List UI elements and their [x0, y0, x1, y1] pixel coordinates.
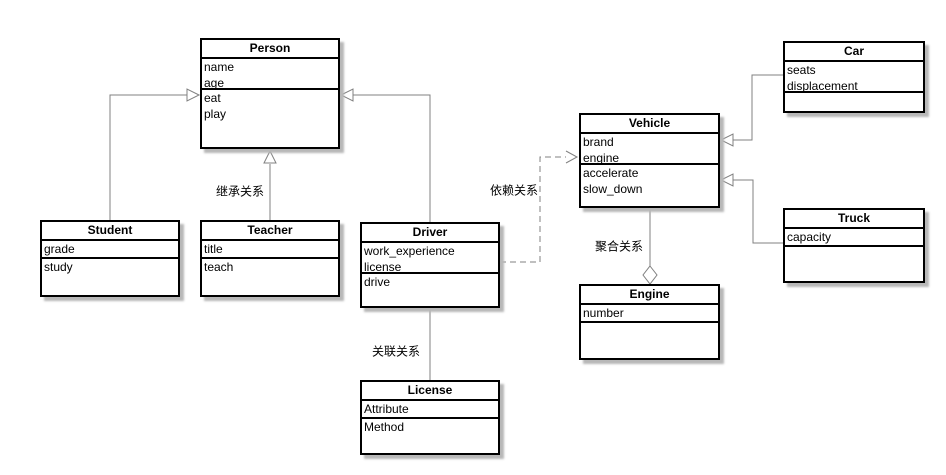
class-box-vehicle: Vehicle brand engine accelerate slow_dow… — [579, 113, 720, 208]
class-box-car: Car seats displacement — [783, 41, 925, 113]
edge-vehicle-engine-aggregation — [642, 208, 658, 285]
class-method: slow_down — [583, 182, 643, 196]
class-attribute: capacity — [787, 230, 832, 244]
edge-label-aggregation: 聚合关系 — [594, 237, 644, 255]
dependency-arrowhead-icon — [565, 150, 579, 164]
methods-section: eat play — [202, 90, 338, 122]
edge-label-association: 关联关系 — [371, 342, 421, 360]
methods-section: accelerate slow_down — [581, 165, 718, 197]
attributes-section: number — [581, 305, 718, 323]
class-box-engine: Engine number — [579, 284, 720, 360]
class-attribute: title — [204, 242, 223, 256]
edge-driver-person-inheritance — [339, 88, 431, 222]
aggregation-diamond-icon — [642, 265, 658, 285]
inheritance-arrowhead-icon — [186, 88, 201, 102]
attributes-section: name age — [202, 59, 338, 90]
attributes-section: work_experience license — [362, 243, 498, 274]
class-title: Engine — [581, 286, 718, 305]
class-title: Truck — [785, 210, 923, 229]
class-attribute: displacement — [787, 79, 858, 93]
class-box-person: Person name age eat play — [200, 38, 340, 149]
methods-section: Method — [362, 419, 498, 435]
class-title: Person — [202, 40, 338, 59]
methods-section: drive — [362, 274, 498, 290]
class-method: teach — [204, 260, 234, 274]
class-box-driver: Driver work_experience license drive — [360, 222, 500, 308]
class-box-truck: Truck capacity — [783, 208, 925, 283]
class-method: eat — [204, 91, 221, 105]
inheritance-arrowhead-icon — [263, 149, 277, 164]
attributes-section: seats displacement — [785, 62, 923, 93]
class-title: Student — [42, 222, 178, 241]
class-attribute: brand — [583, 135, 614, 149]
class-attribute: Attribute — [364, 402, 409, 416]
class-box-license: License Attribute Method — [360, 380, 500, 455]
attributes-section: capacity — [785, 229, 923, 247]
edge-student-person-inheritance — [109, 88, 201, 220]
class-attribute: seats — [787, 63, 816, 77]
class-method: drive — [364, 275, 391, 289]
class-box-teacher: Teacher title teach — [200, 220, 340, 297]
class-title: License — [362, 382, 498, 401]
methods-section: teach — [202, 259, 338, 275]
attributes-section: grade — [42, 241, 178, 259]
class-method: accelerate — [583, 166, 639, 180]
class-attribute: age — [204, 76, 225, 90]
class-method: play — [204, 107, 227, 121]
edge-label-inheritance: 继承关系 — [215, 182, 265, 200]
inheritance-arrowhead-icon — [719, 133, 734, 147]
attributes-section: title — [202, 241, 338, 259]
edge-teacher-person-inheritance — [263, 149, 277, 220]
class-box-student: Student grade study — [40, 220, 180, 297]
class-attribute: license — [364, 260, 402, 274]
class-attribute: grade — [44, 242, 75, 256]
class-title: Driver — [362, 224, 498, 243]
attributes-section: brand engine — [581, 134, 718, 165]
methods-section: study — [42, 259, 178, 275]
edge-car-vehicle-inheritance — [719, 74, 783, 147]
edge-driver-vehicle-dependency — [500, 150, 579, 263]
edge-truck-vehicle-inheritance — [719, 173, 783, 244]
class-attribute: engine — [583, 151, 620, 165]
attributes-section: Attribute — [362, 401, 498, 419]
class-title: Teacher — [202, 222, 338, 241]
class-attribute: name — [204, 60, 235, 74]
class-method: study — [44, 260, 73, 274]
class-attribute: number — [583, 306, 624, 320]
edge-label-dependency: 依赖关系 — [489, 181, 539, 199]
class-attribute: work_experience — [364, 244, 455, 258]
class-title: Vehicle — [581, 115, 718, 134]
inheritance-arrowhead-icon — [339, 88, 354, 102]
inheritance-arrowhead-icon — [719, 173, 734, 187]
class-method: Method — [364, 420, 405, 434]
class-title: Car — [785, 43, 923, 62]
